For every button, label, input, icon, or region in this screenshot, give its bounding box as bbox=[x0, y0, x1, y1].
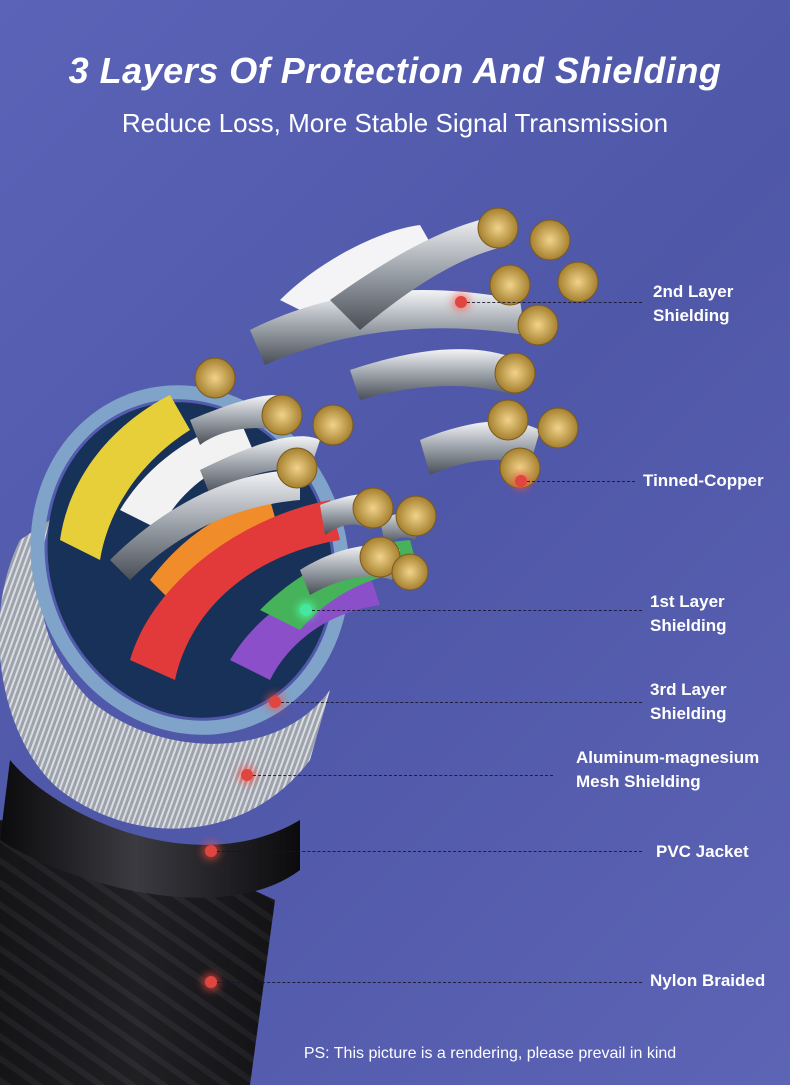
callout-label-line1: Aluminum-magnesium bbox=[576, 748, 760, 767]
callout-label-first-layer: 1st Layer Shielding bbox=[650, 590, 727, 638]
page-title: 3 Layers Of Protection And Shielding bbox=[68, 50, 722, 91]
page-subtitle: Reduce Loss, More Stable Signal Transmis… bbox=[121, 108, 669, 138]
footnote: PS: This picture is a rendering, please … bbox=[303, 1045, 677, 1062]
mesh-shield bbox=[0, 520, 330, 829]
callout-marker-al-mg-mesh bbox=[241, 769, 253, 781]
callout-label-line1: Tinned-Copper bbox=[643, 471, 764, 490]
callout-label-third-layer: 3rd Layer Shielding bbox=[650, 678, 727, 726]
callout-label-pvc-jacket: PVC Jacket bbox=[656, 840, 749, 864]
callout-marker-first-layer bbox=[300, 604, 312, 616]
callout-line-nylon-braided bbox=[217, 982, 642, 983]
callout-label-line1: 1st Layer bbox=[650, 592, 725, 611]
callout-marker-third-layer bbox=[269, 696, 281, 708]
pvc-jacket-ring bbox=[0, 760, 300, 898]
callout-line-pvc-jacket bbox=[217, 851, 642, 852]
callout-label-tinned-copper: Tinned-Copper bbox=[643, 469, 764, 493]
callout-line-second-layer bbox=[467, 302, 642, 303]
callout-label-line1: 3rd Layer bbox=[650, 680, 727, 699]
callout-marker-second-layer bbox=[455, 296, 467, 308]
callout-label-al-mg-mesh: Aluminum-magnesium Mesh Shielding bbox=[576, 746, 759, 794]
callout-line-first-layer bbox=[312, 610, 642, 611]
callout-label-line2: Shielding bbox=[650, 616, 727, 635]
callout-marker-pvc-jacket bbox=[205, 845, 217, 857]
callout-marker-tinned-copper bbox=[515, 475, 527, 487]
callout-label-line1: 2nd Layer bbox=[653, 282, 734, 301]
callout-marker-nylon-braided bbox=[205, 976, 217, 988]
callout-label-line2: Shielding bbox=[650, 704, 727, 723]
callout-label-second-layer: 2nd Layer Shielding bbox=[653, 280, 733, 328]
callout-line-tinned-copper bbox=[527, 481, 635, 482]
callout-label-line1: Nylon Braided bbox=[650, 971, 766, 990]
callout-label-line2: Shielding bbox=[653, 306, 730, 325]
callout-line-third-layer bbox=[281, 702, 642, 703]
callout-label-line1: PVC Jacket bbox=[656, 842, 749, 861]
callout-label-line2: Mesh Shielding bbox=[576, 772, 701, 791]
callout-line-al-mg-mesh bbox=[253, 775, 553, 776]
callout-label-nylon-braided: Nylon Braided bbox=[650, 969, 765, 993]
